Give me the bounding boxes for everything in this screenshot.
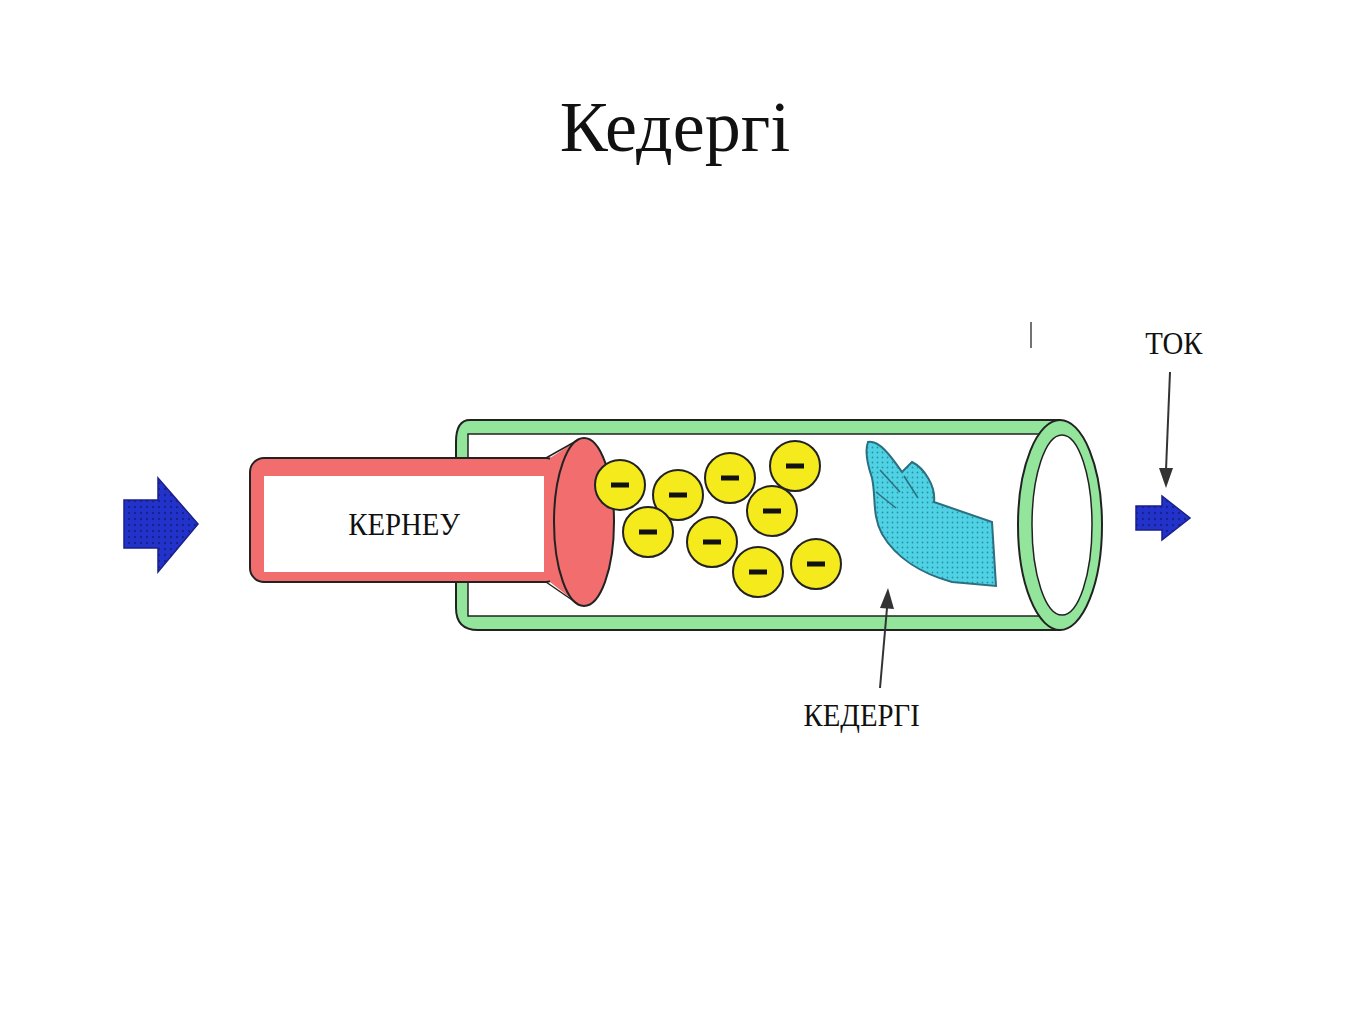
tube-opening [1032, 435, 1092, 615]
piston-head [554, 438, 614, 606]
title: Кедергі [0, 86, 1350, 169]
minus-sign [721, 476, 739, 481]
electron-body [705, 453, 755, 503]
minus-sign [639, 530, 657, 535]
electron [747, 486, 797, 536]
leader-line [880, 608, 887, 688]
tube-inside [468, 434, 1060, 616]
minus-sign [749, 570, 767, 575]
electron [705, 453, 755, 503]
electron-body [791, 539, 841, 589]
leader-head [880, 588, 894, 609]
electron-body [747, 486, 797, 536]
minus-sign [763, 509, 781, 514]
node-text: КЕРНЕУ [348, 506, 460, 543]
leader-line [1166, 372, 1170, 470]
electron [791, 539, 841, 589]
electron [687, 517, 737, 567]
stray-mark [1030, 322, 1032, 348]
label-panel-back [264, 476, 544, 572]
electron [733, 547, 783, 597]
input-arrow [124, 478, 198, 572]
electron-body [770, 441, 820, 491]
electron [770, 441, 820, 491]
minus-sign [807, 562, 825, 567]
electron-body [623, 507, 673, 557]
electron-body [595, 460, 645, 510]
hand-fingers [876, 470, 918, 508]
leader-head [1159, 468, 1173, 488]
piston-edge [546, 582, 578, 604]
label-box: КЕРНЕУ [268, 480, 540, 568]
electron [623, 507, 673, 557]
minus-sign [786, 464, 804, 469]
output-arrow [1136, 496, 1190, 540]
electron-body [733, 547, 783, 597]
callout-label: КЕДЕРГІ [803, 697, 919, 734]
piston-edge [546, 440, 578, 458]
callout-label: ТОК [1146, 325, 1203, 362]
electron-group [595, 441, 841, 597]
electron-body [687, 517, 737, 567]
tube-end-ring [1018, 420, 1102, 630]
piston-rod [250, 458, 560, 582]
minus-sign [669, 493, 687, 498]
minus-sign [611, 483, 629, 488]
resistance-hand [866, 442, 996, 586]
electron [595, 460, 645, 510]
minus-sign [703, 540, 721, 545]
